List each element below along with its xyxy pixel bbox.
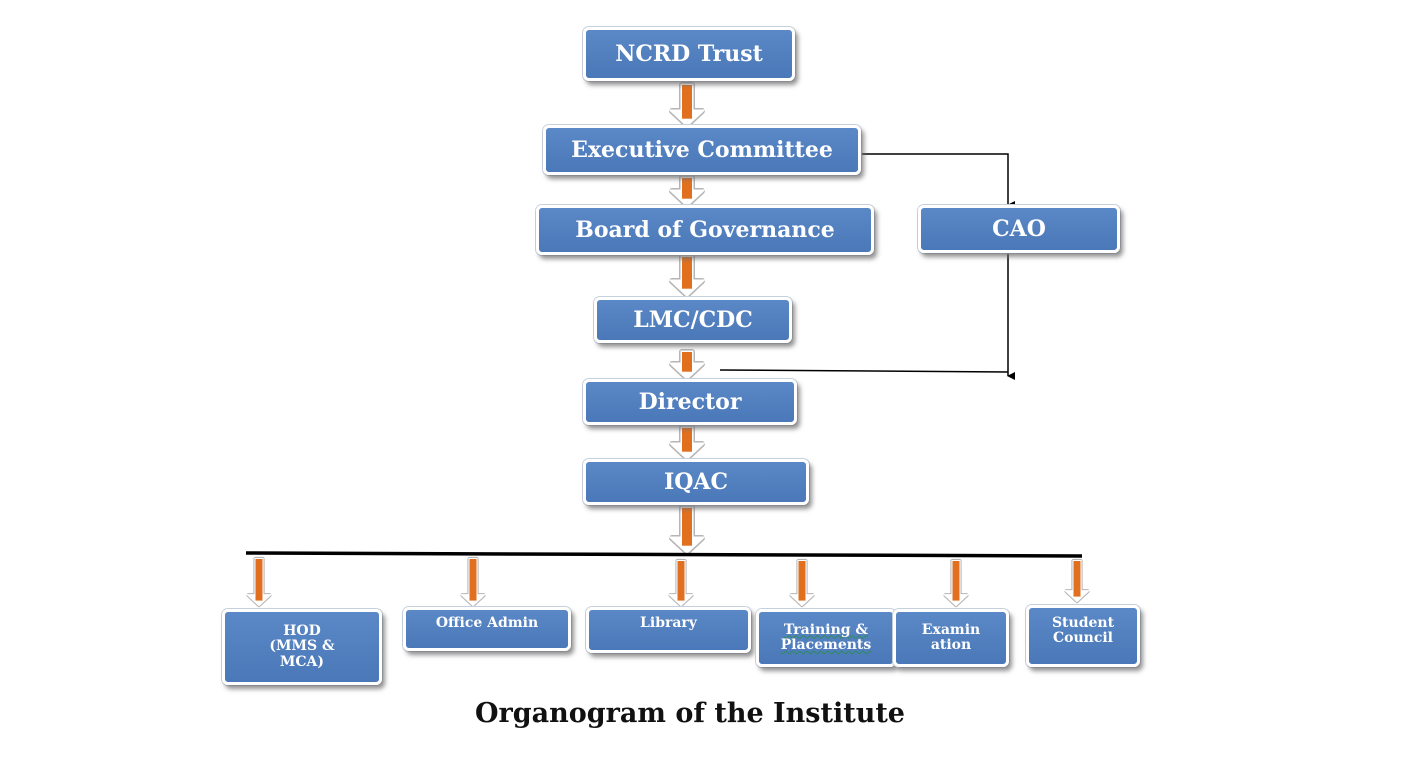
director-feed-connector [719,369,1009,373]
arrow-exec-to-board [668,175,706,208]
node-examination: Examin ation [893,609,1009,667]
arrow-bus-to-training [788,558,816,608]
node-library: Library [586,607,751,653]
node-cao: CAO [918,205,1120,253]
node-ncrd-trust: NCRD Trust [583,27,795,81]
node-board-of-governance-label: Board of Governance [575,216,835,243]
arrow-iqac-to-bus [668,505,706,555]
arrow-bus-to-library [667,558,695,608]
node-examination-label: Examin ation [921,621,981,653]
arrow-board-to-lmc [668,254,706,298]
diagram-caption: Organogram of the Institute [475,698,905,729]
node-hod-label: HOD (MMS & MCA) [269,623,335,670]
arrow-bus-to-office-admin [459,556,487,608]
node-iqac-label: IQAC [663,468,729,495]
node-lmc-cdc-label: LMC/CDC [633,306,753,333]
node-office-admin: Office Admin [403,607,571,651]
node-director-label: Director [638,388,742,415]
arrow-bus-to-hod [245,556,273,608]
arrow-lmc-to-director [668,349,706,381]
node-office-admin-label: Office Admin [435,615,539,631]
arrow-director-to-iqac [668,425,706,461]
arrow-bus-to-examination [942,558,970,608]
node-director: Director [583,379,797,425]
node-library-label: Library [640,615,697,631]
exec-to-cao-connector [862,153,1015,209]
node-training-placements-label: Training & Placements [780,621,872,653]
node-board-of-governance: Board of Governance [536,205,874,255]
node-executive-committee: Executive Committee [543,125,861,175]
node-executive-committee-label: Executive Committee [571,136,833,163]
orange-arrows [245,82,1091,608]
arrow-ncrd-to-exec [668,82,706,128]
arrow-bus-to-student-council [1063,558,1091,604]
node-ncrd-trust-label: NCRD Trust [615,40,763,67]
node-hod: HOD (MMS & MCA) [222,609,382,685]
node-lmc-cdc: LMC/CDC [594,297,792,343]
node-student-council: Student Council [1026,605,1140,667]
department-bus-line [245,551,1083,558]
node-iqac: IQAC [583,459,809,505]
node-student-council-label: Student Council [1051,615,1115,647]
node-cao-label: CAO [992,215,1046,242]
node-training-placements: Training & Placements [756,609,896,667]
